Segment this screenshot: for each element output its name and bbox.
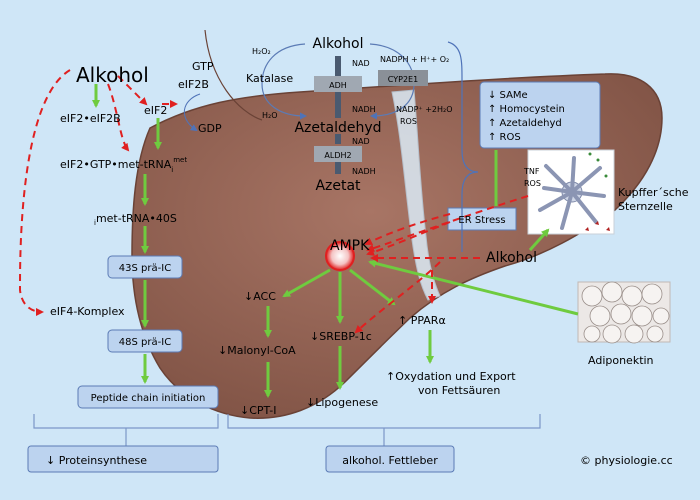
label-aldh2: ALDH2 xyxy=(324,151,351,160)
arrow-alkohol-to-eif2 xyxy=(117,75,148,106)
label-srebp: ↓SREBP-1c xyxy=(310,330,372,343)
label-nadph: NADPH + H⁺+ O₂ xyxy=(380,55,449,64)
liver-top-curve xyxy=(204,29,263,121)
arrow-kupffer-to-ampk xyxy=(366,195,529,252)
label-gdp: GDP xyxy=(198,122,222,135)
label-alkohol-right: Alkohol xyxy=(486,250,537,266)
label-ros-top: ROS xyxy=(400,117,417,126)
protein-box xyxy=(27,445,219,473)
label-eif2b: eIF2B xyxy=(178,78,209,91)
aldh2-to-azetat-bar xyxy=(335,162,341,174)
marker-ros: ↑ ROS xyxy=(488,132,521,143)
label-nad: NAD xyxy=(352,59,370,68)
label-met-40s: imet-tRNA•40S xyxy=(94,212,177,227)
arrow-ampk-to-srebp-inhibit xyxy=(354,261,441,334)
er-stress-box xyxy=(447,207,517,231)
label-ampk: AMPK xyxy=(330,238,370,254)
label-ppar: ↑ PPARα xyxy=(398,314,446,327)
label-eif2: eIF2 xyxy=(144,104,167,117)
bracket-protein xyxy=(33,414,219,429)
arrow-ampk-to-acc xyxy=(282,268,331,298)
adh-to-azetaldehyd-bar xyxy=(335,92,341,118)
liver-ligament xyxy=(391,89,441,301)
label-h2o2: H₂O₂ xyxy=(252,47,271,56)
metabolism-brace xyxy=(447,41,479,252)
arrow-adiponektin-to-ampk xyxy=(368,259,579,316)
marker-homocystein: ↑ Homocystein xyxy=(488,104,565,115)
label-adh: ADH xyxy=(329,81,347,90)
label-cyp2e1: CYP2E1 xyxy=(388,75,418,84)
label-kupffer-2: Sternzelle xyxy=(618,200,673,213)
label-ternary: eIF2•GTP•met-tRNAimet xyxy=(60,156,187,174)
marker-same: ↓ SAMe xyxy=(488,90,528,101)
label-eif4: eIF4-Komplex xyxy=(50,305,125,318)
aldh2-bar xyxy=(335,134,341,144)
adiponektin-tissue-image xyxy=(577,281,671,344)
fettleber-box xyxy=(325,445,455,473)
label-h2o: H₂O xyxy=(262,111,278,120)
label-kupffer-1: Kupffer´sche xyxy=(618,186,689,199)
label-alkohol-left: Alkohol xyxy=(76,63,149,87)
label-nad2: NAD xyxy=(352,137,370,146)
label-cpt: ↓CPT-I xyxy=(240,404,276,417)
label-acc: ↓ACC xyxy=(244,290,276,303)
label-box-48s: 48S prä-IC xyxy=(119,337,171,348)
label-eif2-eif2b: eIF2•eIF2B xyxy=(60,112,121,125)
label-box-peptide: Peptide chain initiation xyxy=(91,393,206,404)
label-malonyl: ↓Malonyl-CoA xyxy=(218,344,296,357)
arrow-alkohol-to-kupffer xyxy=(528,228,550,252)
box-peptide xyxy=(77,385,219,409)
aldh2-box xyxy=(314,146,362,162)
label-azetat: Azetat xyxy=(315,178,361,194)
label-lipogenese: ↓Lipogenese xyxy=(306,396,378,409)
label-nadh2: NADH xyxy=(352,167,376,176)
label-proteinsynthese: ↓ Proteinsynthese xyxy=(46,454,147,467)
katalase-curve xyxy=(261,43,307,120)
label-azetaldehyd: Azetaldehyd xyxy=(294,120,381,136)
kupffer-cell-image xyxy=(527,149,615,235)
cyp2e1-box xyxy=(378,70,428,86)
arrow-ampk-to-ppar xyxy=(349,268,396,306)
label-alkohol-top: Alkohol xyxy=(313,36,364,52)
adh-box xyxy=(314,76,362,92)
label-nadp: NADP⁺ +2H₂O xyxy=(396,105,453,114)
arrow-alkohol-to-eif4 xyxy=(18,69,71,316)
label-oxidation-1: ↑Oxydation und Export xyxy=(386,370,516,383)
marker-azetaldehyd: ↑ Azetaldehyd xyxy=(488,118,562,129)
label-copyright: © physiologie.cc xyxy=(580,454,673,467)
label-box-43s: 43S prä-IC xyxy=(119,263,171,274)
label-adiponektin: Adiponektin xyxy=(588,354,654,367)
box-43s xyxy=(107,255,183,279)
ampk-circle xyxy=(325,241,355,271)
adh-bar xyxy=(335,56,341,86)
label-gtp: GTP xyxy=(192,60,214,73)
label-ros-kupffer: ROS xyxy=(524,179,541,188)
box-48s xyxy=(107,329,183,353)
markers-box xyxy=(479,81,601,149)
label-er-stress: ER Stress xyxy=(458,215,505,226)
label-oxidation-2: von Fettsäuren xyxy=(418,384,500,397)
label-nadh: NADH xyxy=(352,105,376,114)
eif2b-curve xyxy=(184,93,201,132)
arrow-alkohol-to-ternary xyxy=(107,83,130,152)
label-fettleber: alkohol. Fettleber xyxy=(342,454,438,467)
label-tnf: TNF xyxy=(523,167,540,176)
label-katalase: Katalase xyxy=(246,72,293,85)
